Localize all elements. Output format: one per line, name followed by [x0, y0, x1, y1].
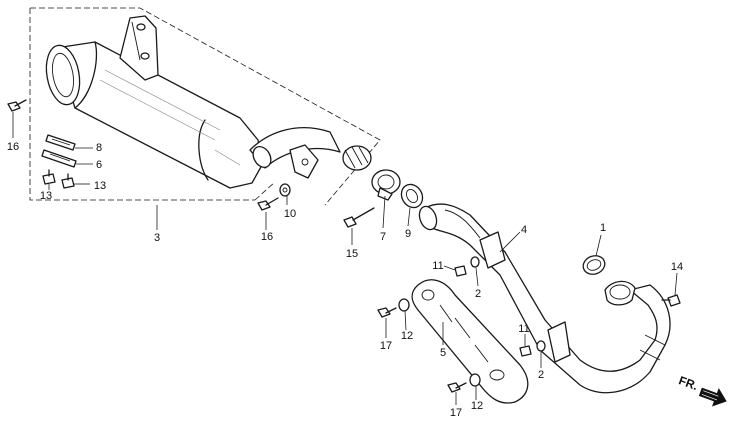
callout-17: 17 — [380, 340, 392, 352]
callout-3: 3 — [154, 232, 160, 244]
callout-9: 9 — [405, 228, 411, 240]
fastener-nut-13b — [61, 173, 75, 189]
callout-6: 6 — [96, 159, 102, 171]
exhaust-gasket-ring — [582, 255, 606, 275]
heat-shield — [411, 279, 529, 404]
callout-2: 2 — [538, 369, 544, 381]
joint-clamp — [371, 169, 401, 201]
muffler — [45, 15, 372, 189]
muffler-group-boundary — [29, 7, 381, 206]
callout-4: 4 — [521, 224, 527, 236]
fastener-collar-2b — [536, 340, 546, 352]
callout-8: 8 — [96, 142, 102, 154]
callout-12: 12 — [401, 330, 413, 342]
callout-17: 17 — [450, 407, 462, 419]
callout-13: 13 — [94, 180, 106, 192]
callout-labels: 16 8 6 13 13 3 16 10 15 7 9 4 1 11 2 14 … — [7, 141, 683, 419]
front-label: FR. — [677, 373, 700, 393]
fastener-bolt-16-left — [7, 99, 27, 112]
fastener-rubber-8 — [45, 134, 76, 151]
fastener-bolt-14 — [661, 294, 681, 307]
callout-11: 11 — [432, 260, 443, 272]
fastener-washer-10 — [279, 183, 291, 197]
callout-10: 10 — [284, 208, 296, 220]
fastener-nut-11b — [519, 345, 532, 357]
front-direction-indicator: FR. — [677, 373, 727, 407]
callout-12: 12 — [471, 400, 483, 412]
fastener-nut-13a — [42, 169, 56, 185]
callout-7: 7 — [380, 231, 386, 243]
callout-13: 13 — [40, 190, 52, 202]
callout-16: 16 — [7, 141, 19, 153]
arrow-right-icon — [698, 387, 727, 407]
fastener-rubber-6 — [41, 149, 77, 168]
fastener-collar-12b — [469, 373, 481, 387]
fastener-bolt-15 — [343, 207, 375, 228]
callout-14: 14 — [671, 261, 683, 273]
callout-2: 2 — [475, 288, 481, 300]
callout-11: 11 — [518, 323, 529, 335]
fastener-bolt-16-mid — [257, 197, 279, 211]
fastener-bolt-17a — [377, 307, 397, 318]
callout-16: 16 — [261, 231, 273, 243]
callout-15: 15 — [346, 248, 358, 260]
fastener-nut-11a — [454, 265, 467, 277]
fastener-bolt-17b — [447, 382, 467, 393]
leader-lines — [12, 112, 678, 405]
fastener-collar-2a — [470, 256, 480, 268]
callout-1: 1 — [600, 222, 606, 234]
exhaust-pipe — [418, 203, 671, 394]
joint-gasket — [400, 183, 424, 209]
fastener-collar-12a — [398, 298, 410, 312]
callout-5: 5 — [440, 347, 446, 359]
